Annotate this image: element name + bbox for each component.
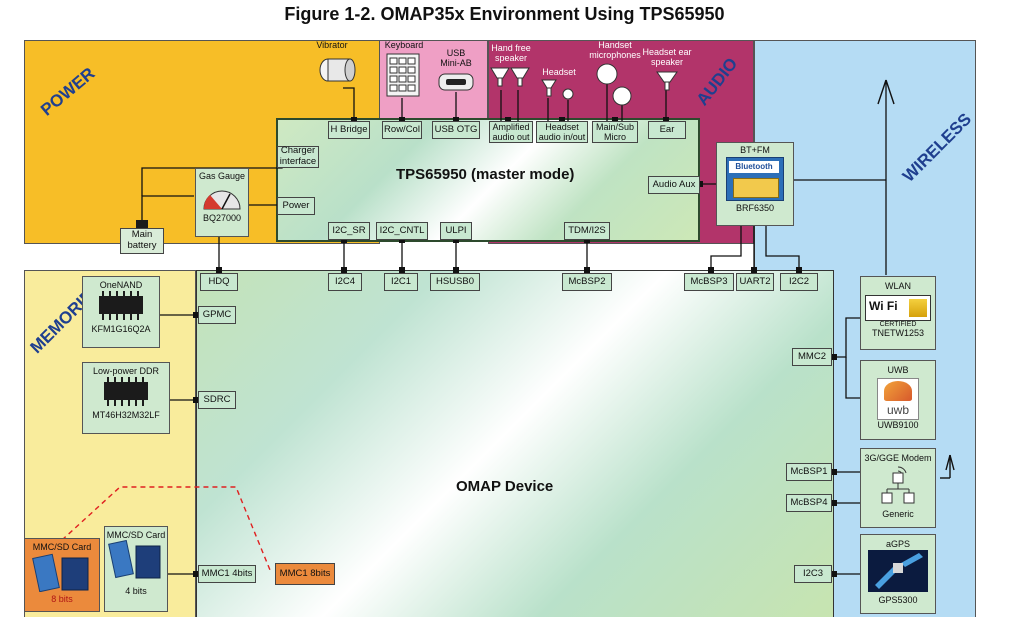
mmc-sd-card-8bit: MMC/SD Card 8 bits xyxy=(24,538,100,612)
wlan-label: WLAN xyxy=(884,281,911,291)
uwb-card: UWB uwb UWB9100 xyxy=(860,360,936,440)
mmc1-4bits-port: MMC1 4bits xyxy=(198,565,256,583)
mmc2-port: MMC2 xyxy=(792,348,832,366)
gas-gauge-label: Gas Gauge xyxy=(198,171,246,181)
mcbsp2-port: McBSP2 xyxy=(562,273,612,291)
i2c2-port: I2C2 xyxy=(780,273,818,291)
bits4-label: 4 bits xyxy=(125,586,147,596)
ear-port: Ear xyxy=(648,121,686,139)
brf6350-label: BRF6350 xyxy=(735,203,775,213)
gps5300-label: GPS5300 xyxy=(878,595,918,605)
mcbsp3-port: McBSP3 xyxy=(684,273,734,291)
keypad-icon xyxy=(386,53,420,97)
gpmc-port: GPMC xyxy=(198,306,236,324)
headset-audio-port: Headset audio in/out xyxy=(536,121,588,143)
keyboard-label: Keyboard xyxy=(384,40,424,50)
speaker-icon xyxy=(490,67,530,87)
uwb-label: UWB xyxy=(887,365,909,375)
i2c3-port: I2C3 xyxy=(794,565,832,583)
figure-title: Figure 1-2. OMAP35x Environment Using TP… xyxy=(284,4,725,24)
modem-tree-icon xyxy=(881,466,915,504)
bq27000-label: BQ27000 xyxy=(202,213,242,223)
hdq-port: HDQ xyxy=(200,273,238,291)
bits8-label: 8 bits xyxy=(51,594,73,604)
main-battery-box: Main battery xyxy=(120,228,164,254)
bluetooth-label: Bluetooth xyxy=(729,161,779,173)
charger-interface-port: Charger interface xyxy=(277,145,319,168)
generic-label: Generic xyxy=(882,509,914,519)
ear-speaker-icon xyxy=(656,71,678,91)
mmc-card2-label: MMC/SD Card xyxy=(106,530,166,540)
i2c-cntl-port: I2C_CNTL xyxy=(376,222,428,240)
main-sub-micro-port: Main/Sub Micro xyxy=(592,121,638,143)
usb-mini-ab-label: USB Mini-AB xyxy=(440,48,472,68)
usb-otg-port: USB OTG xyxy=(432,121,480,139)
wifi-logo-text: Wi Fi xyxy=(869,299,898,313)
row-col-port: Row/Col xyxy=(382,121,422,139)
onenand-label: OneNAND xyxy=(99,280,143,290)
headset-icon xyxy=(541,79,574,100)
uwb-logo-text: uwb xyxy=(886,403,909,417)
gas-gauge-card: Gas Gauge BQ27000 xyxy=(195,168,249,237)
handset-microphones-label: Handset microphones xyxy=(589,40,641,60)
agps-card: aGPS GPS5300 xyxy=(860,534,936,614)
battery-terminal-icon xyxy=(136,220,148,228)
onenand-card: OneNAND KFM1G16Q2A xyxy=(82,276,160,348)
ddr-label: Low-power DDR xyxy=(92,366,160,376)
satellite-icon xyxy=(868,550,928,592)
modem-card: 3G/GGE Modem Generic xyxy=(860,448,936,528)
wifi-logo-icon: Wi Fi xyxy=(865,295,931,321)
mcbsp4-port: McBSP4 xyxy=(786,494,832,512)
vibrator-label: Vibrator xyxy=(316,40,348,50)
i2c1-port: I2C1 xyxy=(384,273,418,291)
headset-ear-speaker-label: Headset ear speaker xyxy=(642,47,692,67)
bluetooth-radio-icon: Bluetooth xyxy=(726,157,784,201)
ddr-card: Low-power DDR MT46H32M32LF xyxy=(82,362,170,434)
hsusb0-port: HSUSB0 xyxy=(430,273,480,291)
tnetw1253-label: TNETW1253 xyxy=(871,328,924,338)
headset-label: Headset xyxy=(542,67,576,77)
mmc1-8bits-port: MMC1 8bits xyxy=(275,563,335,585)
sd-card2-icon xyxy=(108,539,161,579)
ulpi-port: ULPI xyxy=(440,222,472,240)
certified-label: CERTIFIED xyxy=(879,321,917,328)
audio-aux-port: Audio Aux xyxy=(648,176,700,194)
mmc-card-label: MMC/SD Card xyxy=(32,542,92,552)
amplified-audio-out-port: Amplified audio out xyxy=(489,121,533,143)
microphone-icon xyxy=(596,63,632,106)
wlan-card: WLAN Wi Fi CERTIFIED TNETW1253 xyxy=(860,276,936,350)
bt-fm-label: BT+FM xyxy=(740,145,770,155)
sdrc-port: SDRC xyxy=(198,391,236,409)
h-bridge-port: H Bridge xyxy=(328,121,370,139)
i2c4-port: I2C4 xyxy=(328,273,362,291)
agps-label: aGPS xyxy=(885,539,910,549)
uwb9100-label: UWB9100 xyxy=(877,420,919,430)
onenand-chip-icon xyxy=(99,291,143,320)
ddr-part-label: MT46H32M32LF xyxy=(92,410,160,420)
gauge-icon xyxy=(203,190,241,210)
usb-connector-icon xyxy=(438,73,474,91)
tps-title: TPS65950 (master mode) xyxy=(396,166,575,183)
modem-label: 3G/GGE Modem xyxy=(864,453,932,463)
mcbsp1-port: McBSP1 xyxy=(786,463,832,481)
uwb-logo-icon: uwb xyxy=(877,378,919,420)
mmc-sd-card-4bit: MMC/SD Card 4 bits xyxy=(104,526,168,612)
tdm-i2s-port: TDM/I2S xyxy=(564,222,610,240)
omap-title: OMAP Device xyxy=(456,478,554,495)
vibrator-icon xyxy=(319,58,356,82)
omap-device-block xyxy=(196,270,834,617)
uart2-port: UART2 xyxy=(736,273,774,291)
hand-free-speaker-label: Hand free speaker xyxy=(491,43,531,63)
onenand-part-label: KFM1G16Q2A xyxy=(91,324,151,334)
sd-card-icon xyxy=(32,553,89,593)
ddr-chip-icon xyxy=(104,377,148,406)
bt-fm-card: BT+FM Bluetooth BRF6350 xyxy=(716,142,794,226)
i2c-sr-port: I2C_SR xyxy=(328,222,370,240)
power-port: Power xyxy=(277,197,315,215)
